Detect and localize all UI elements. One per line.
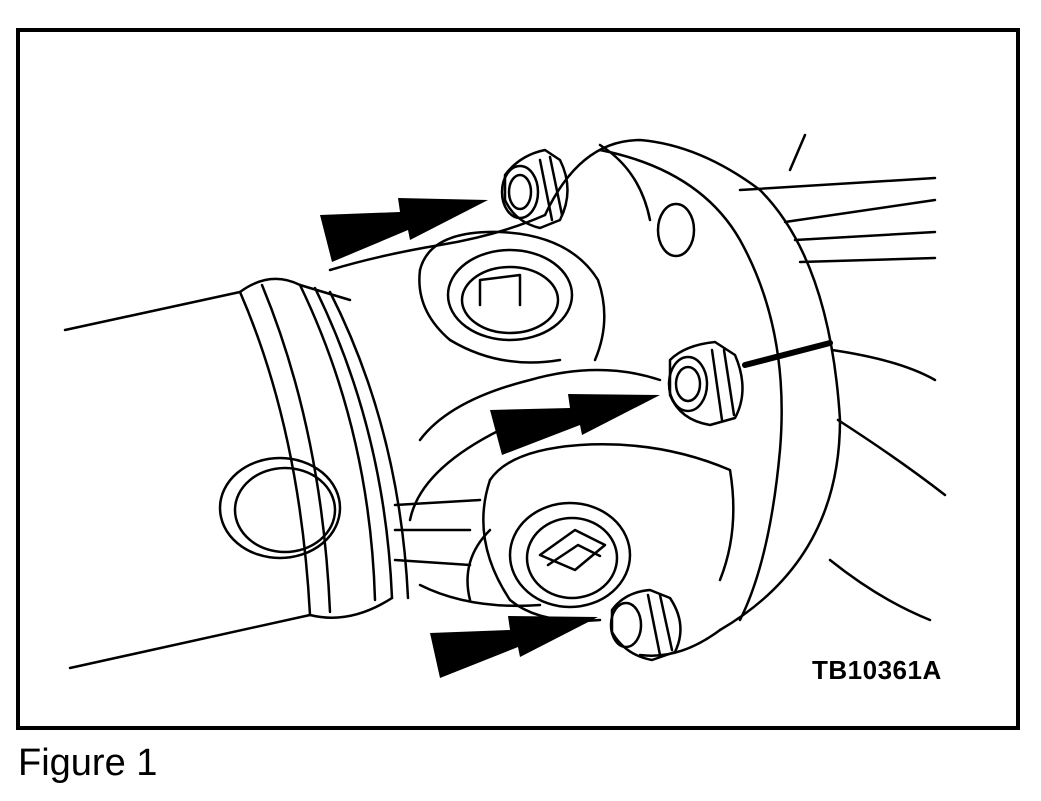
lower-bolt [611, 590, 680, 660]
arrow-middle-bolt [490, 394, 660, 455]
arrow-upper-bolt [320, 198, 488, 262]
arrow-lower-bolt [430, 616, 598, 678]
alignment-mark [745, 343, 830, 365]
drive-tube [65, 279, 408, 668]
upper-bolt [502, 150, 568, 228]
figure-frame [16, 28, 1020, 730]
figure-caption: Figure 1 [18, 742, 158, 784]
middle-bolt [669, 342, 743, 425]
figure-reference-code: TB10361A [812, 655, 942, 685]
rear-shaft [740, 135, 945, 620]
